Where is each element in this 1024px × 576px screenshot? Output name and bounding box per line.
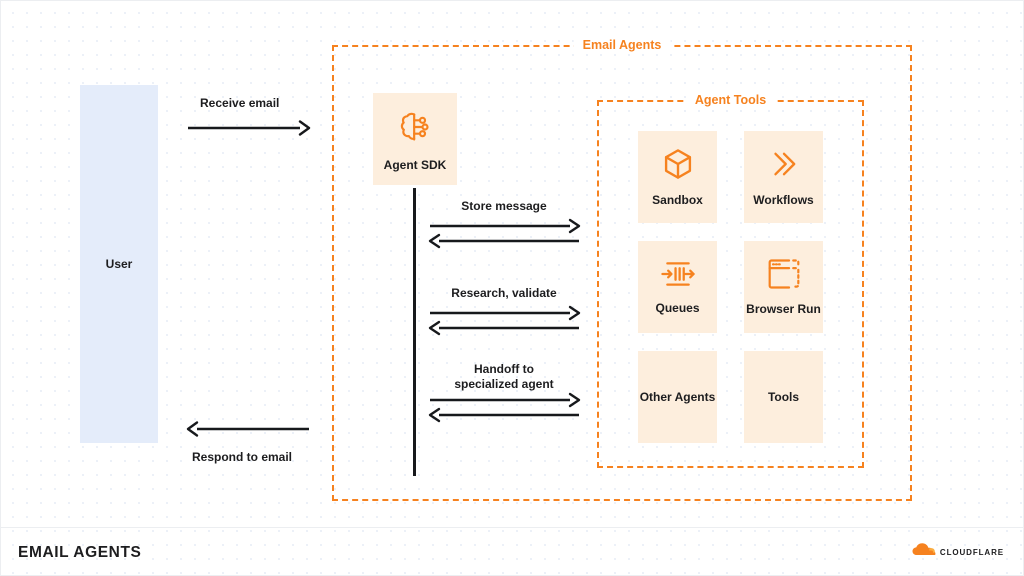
respond-email-arrow <box>186 421 309 437</box>
message-response-arrow-1 <box>428 320 579 336</box>
cloudflare-logo: CLOUDFLARE <box>910 543 1004 562</box>
receive-email-label: Receive email <box>200 96 280 110</box>
message-label-1: Research, validate <box>451 286 557 300</box>
tool-tile-queues[interactable]: Queues <box>638 241 717 333</box>
cloudflare-cloud-icon <box>910 543 936 562</box>
user-actor-box: User <box>80 85 158 443</box>
group-agent-tools: Agent Tools <box>597 93 864 468</box>
message-request-arrow-0 <box>430 218 581 234</box>
tool-tile-other-agents[interactable]: Other Agents <box>638 351 717 443</box>
cloudflare-wordmark: CLOUDFLARE <box>939 548 1004 557</box>
browser-window-icon <box>767 258 801 295</box>
tool-tile-browser-run[interactable]: Browser Run <box>744 241 823 333</box>
message-request-arrow-2 <box>430 392 581 408</box>
agent-sdk-node[interactable]: Agent SDK <box>373 93 457 185</box>
respond-email-label: Respond to email <box>192 450 293 464</box>
agent-sdk-lifeline <box>413 188 416 476</box>
tool-label-workflows: Workflows <box>753 192 814 207</box>
page-title: EMAIL AGENTS <box>18 544 142 561</box>
footer-divider <box>0 527 1024 528</box>
message-label-2: Handoff to specialized agent <box>454 362 554 391</box>
group-email-agents-title: Email Agents <box>573 38 671 52</box>
tool-label-queues: Queues <box>655 300 700 315</box>
tool-tile-workflows[interactable]: Workflows <box>744 131 823 223</box>
message-response-arrow-0 <box>428 233 579 249</box>
group-agent-tools-title: Agent Tools <box>685 93 776 107</box>
tool-tile-tools[interactable]: Tools <box>744 351 823 443</box>
group-email-agents: Email Agents <box>332 38 912 501</box>
tool-tile-sandbox[interactable]: Sandbox <box>638 131 717 223</box>
user-label: User <box>105 257 133 271</box>
tool-label-other-agents: Other Agents <box>639 389 716 404</box>
tool-label-browser-run: Browser Run <box>746 301 821 316</box>
agent-sdk-label: Agent SDK <box>383 157 447 172</box>
receive-email-arrow <box>188 120 311 136</box>
message-response-arrow-2 <box>428 407 579 423</box>
brain-circuit-icon <box>395 107 435 152</box>
tool-label-sandbox: Sandbox <box>652 192 703 207</box>
cube-icon <box>661 147 695 186</box>
double-chevron-icon <box>767 147 801 186</box>
tool-label-tools: Tools <box>767 389 800 404</box>
message-request-arrow-1 <box>430 305 581 321</box>
message-label-0: Store message <box>461 199 547 213</box>
queue-arrows-icon <box>660 259 696 294</box>
